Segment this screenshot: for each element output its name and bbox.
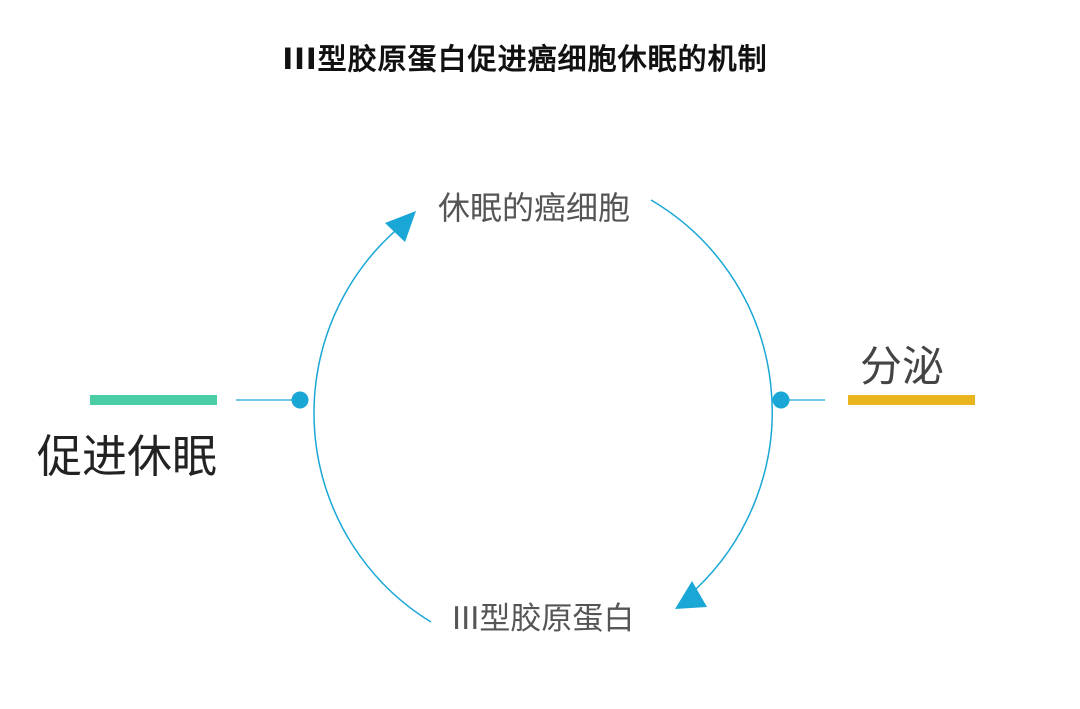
node-dormant-cancer-cells: 休眠的癌细胞 (438, 189, 631, 227)
left-accent-bar (90, 395, 217, 405)
cycle-arc-left (313, 224, 432, 623)
label-promote-dormancy: 促进休眠 (37, 430, 218, 483)
label-secrete: 分泌 (860, 342, 945, 391)
arrow-down-icon (675, 581, 707, 609)
node-type-iii-collagen: III型胶原蛋白 (452, 601, 635, 637)
junction-dot-right (772, 391, 790, 409)
arrow-up-icon (385, 211, 416, 242)
right-accent-bar (848, 395, 975, 405)
diagram-title: III型胶原蛋白促进癌细胞休眠的机制 (282, 42, 768, 76)
junction-dot-left (291, 391, 309, 409)
cycle-arc-right (650, 199, 773, 590)
